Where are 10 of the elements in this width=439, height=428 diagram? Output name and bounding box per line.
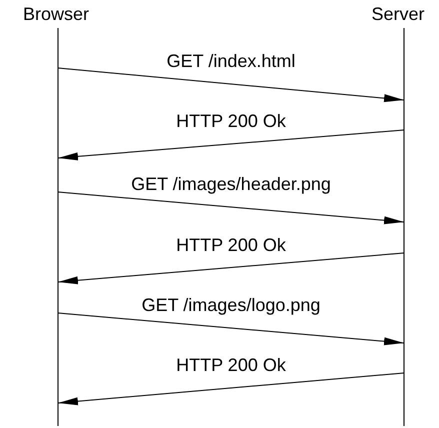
edge-label: GET /images/header.png: [129, 174, 333, 194]
message-arrow: [58, 252, 404, 284]
message-arrow: [58, 192, 404, 224]
message-arrow: [58, 372, 404, 406]
message-arrow: [58, 68, 404, 102]
participant-label: Browser: [23, 3, 89, 25]
message-arrow: [58, 312, 404, 346]
edge-label: GET /images/logo.png: [140, 295, 322, 315]
participant-label: Server: [372, 3, 424, 25]
message-arrow: [58, 130, 404, 160]
